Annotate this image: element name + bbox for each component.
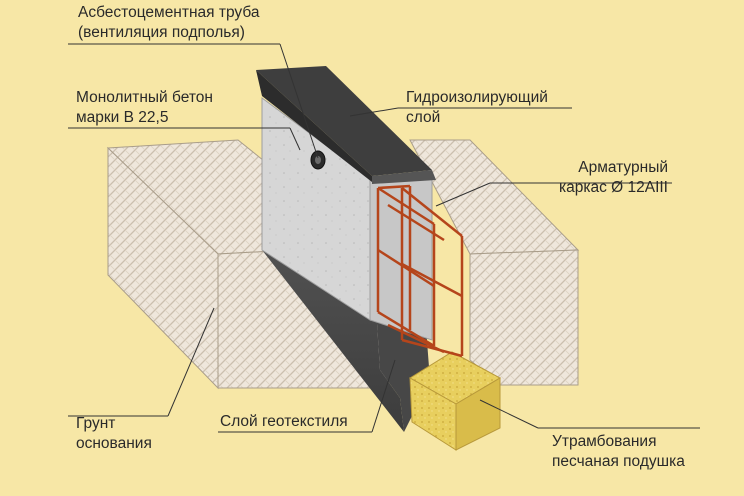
waterproofing-layer xyxy=(256,66,436,184)
geotextile-label-line1: Слой геотекстиля xyxy=(220,413,348,430)
rebar-label-line2: каркас Ø 12AIII xyxy=(558,179,668,196)
geotextile-leader xyxy=(371,359,396,433)
waterproof-label: Гидроизолирующий слой xyxy=(406,88,548,128)
rebar-leader xyxy=(435,182,491,207)
waterproof-label-line1: Гидроизолирующий xyxy=(406,89,548,106)
sand-label: Утрамбования песчаная подушка xyxy=(552,432,685,472)
geotextile-label: Слой геотекстиля xyxy=(220,412,348,432)
pipe-leader xyxy=(279,43,319,159)
rebar-label: Арматурный каркас Ø 12AIII xyxy=(540,158,668,198)
sand-label-line2: песчаная подушка xyxy=(552,453,685,470)
concrete-label-line2: марки В 22,5 xyxy=(76,109,169,126)
sand-label-line1: Утрамбования xyxy=(552,433,657,450)
concrete-label-line1: Монолитный бетон xyxy=(76,89,213,106)
rebar-label-line1: Арматурный xyxy=(578,159,668,176)
waterproof-label-line2: слой xyxy=(406,109,441,126)
soil-label: Грунт основания xyxy=(76,414,152,454)
leader-lines xyxy=(68,43,700,433)
pipe-label-line1: Асбестоцементная труба xyxy=(78,4,260,21)
sand-cushion xyxy=(409,351,502,451)
soil-label-line1: Грунт xyxy=(76,415,116,432)
concrete-label: Монолитный бетон марки В 22,5 xyxy=(76,88,213,128)
sand-leader xyxy=(479,399,539,429)
ventilation-pipe xyxy=(310,150,326,170)
waterproof-leader xyxy=(349,107,399,117)
rebar-cage xyxy=(376,184,464,358)
soil-label-line2: основания xyxy=(76,435,152,452)
soil-block-right xyxy=(409,139,580,386)
concrete-leader xyxy=(289,127,301,151)
pipe-label-line2: (вентиляция подполья) xyxy=(78,24,245,41)
soil-leader xyxy=(167,307,215,417)
pipe-label: Асбестоцементная труба (вентиляция подпо… xyxy=(78,3,259,43)
